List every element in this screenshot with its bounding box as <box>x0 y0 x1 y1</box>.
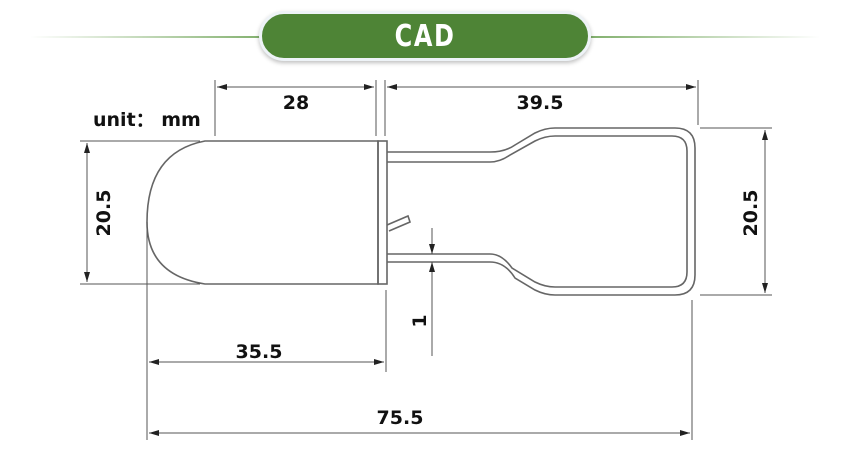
dim-loop-length: 39.5 <box>517 92 564 114</box>
dim-total-length: 75.5 <box>377 407 424 429</box>
tab <box>386 214 411 232</box>
unit-label: unit： mm <box>93 109 201 131</box>
wire-loop-inner <box>387 135 688 288</box>
header-divider-left <box>30 36 270 38</box>
dim-cap-diameter: 20.5 <box>93 190 115 237</box>
dim-loop-height: 20.5 <box>740 190 762 237</box>
cap-body <box>146 140 379 285</box>
wire-loop <box>387 127 696 296</box>
dim-to-cap-end: 35.5 <box>236 341 283 363</box>
dim-cap-length: 28 <box>283 92 309 114</box>
header-title: CAD <box>394 18 456 54</box>
dim-wire-gap: 1 <box>409 314 431 327</box>
cap-flange <box>377 140 388 285</box>
header-badge: CAD <box>259 11 591 61</box>
